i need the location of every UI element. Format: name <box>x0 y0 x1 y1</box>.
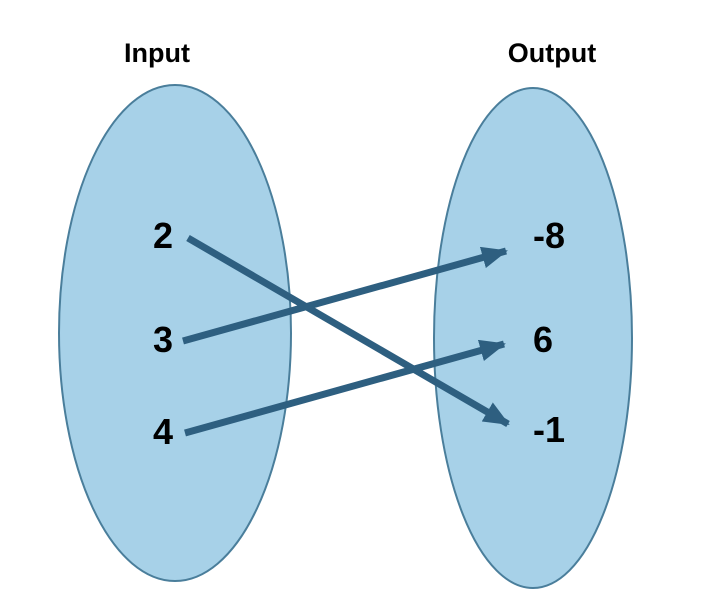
output-value-6: 6 <box>533 319 553 360</box>
output-value-neg1: -1 <box>533 409 565 450</box>
output-set-title: Output <box>508 38 596 68</box>
mapping-arrow-2-to-neg1 <box>186 234 510 428</box>
output-set-ellipse <box>433 87 633 589</box>
input-set-ellipse <box>58 84 292 582</box>
input-value-4: 4 <box>153 411 173 452</box>
input-value-3: 3 <box>153 319 173 360</box>
input-value-2: 2 <box>153 215 173 256</box>
input-set-title: Input <box>124 38 190 68</box>
mapping-arrow-4-to-6 <box>184 339 506 437</box>
mapping-arrow-3-to-neg8 <box>182 246 508 345</box>
output-value-neg8: -8 <box>533 215 565 256</box>
